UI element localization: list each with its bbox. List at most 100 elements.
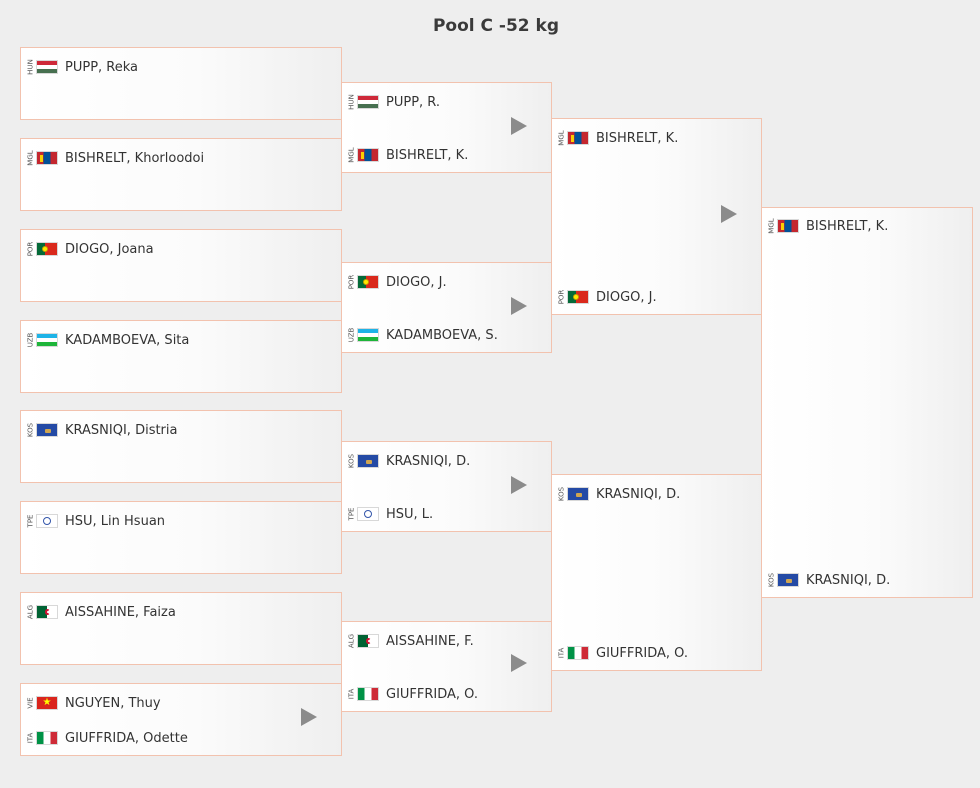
country-code: MGL	[26, 150, 35, 166]
athlete-entry[interactable]: HUN PUPP, Reka	[26, 58, 139, 76]
flag-kosovo-icon	[36, 423, 58, 437]
flag-kosovo-icon	[567, 487, 589, 501]
athlete-name: GIUFFRIDA, O.	[386, 686, 479, 702]
flag-italy-icon	[357, 687, 379, 701]
athlete-name: NGUYEN, Thuy	[65, 695, 161, 711]
athlete-name: KRASNIQI, D.	[806, 572, 891, 588]
match-box[interactable]: KOS KRASNIQI, D. ITA GIUFFRIDA, O.	[551, 474, 762, 671]
match-box[interactable]: ALG AISSAHINE, Faiza	[20, 592, 342, 665]
athlete-entry[interactable]: ALG AISSAHINE, F.	[348, 632, 474, 650]
match-box[interactable]: MGL BISHRELT, K. KOS KRASNIQI, D.	[761, 207, 973, 598]
match-box[interactable]: POR DIOGO, J. UZB KADAMBOEVA, S.	[341, 262, 552, 353]
athlete-name: AISSAHINE, Faiza	[65, 604, 176, 620]
athlete-name: HSU, Lin Hsuan	[65, 513, 166, 529]
country-code: ITA	[347, 688, 356, 700]
flag-algeria-icon	[36, 605, 58, 619]
country-code: VIE	[26, 697, 35, 709]
play-video-icon[interactable]	[511, 117, 527, 135]
match-box[interactable]: TPE HSU, Lin Hsuan	[20, 501, 342, 574]
country-code: TPE	[347, 507, 356, 521]
match-box[interactable]: KOS KRASNIQI, D. TPE HSU, L.	[341, 441, 552, 532]
flag-portugal-icon	[36, 242, 58, 256]
athlete-name: PUPP, R.	[386, 94, 440, 110]
flag-portugal-icon	[357, 275, 379, 289]
match-box[interactable]: ALG AISSAHINE, F. ITA GIUFFRIDA, O.	[341, 621, 552, 712]
athlete-entry[interactable]: MGL BISHRELT, K.	[347, 146, 469, 164]
pool-title: Pool C -52 kg	[432, 16, 560, 36]
athlete-name: KADAMBOEVA, Sita	[65, 332, 190, 348]
athlete-name: BISHRELT, Khorloodoi	[65, 150, 205, 166]
match-box[interactable]: VIE NGUYEN, Thuy ITA GIUFFRIDA, Odette	[20, 683, 342, 756]
athlete-name: DIOGO, Joana	[65, 241, 154, 257]
flag-italy-icon	[567, 646, 589, 660]
country-code: ITA	[557, 647, 566, 659]
athlete-entry[interactable]: POR DIOGO, Joana	[27, 240, 154, 258]
play-video-icon[interactable]	[511, 654, 527, 672]
match-box[interactable]: KOS KRASNIQI, Distria	[20, 410, 342, 483]
athlete-entry[interactable]: ALG AISSAHINE, Faiza	[27, 603, 176, 621]
match-box[interactable]: MGL BISHRELT, Khorloodoi	[20, 138, 342, 211]
country-code: MGL	[347, 147, 356, 163]
play-video-icon[interactable]	[511, 476, 527, 494]
flag-mongolia-icon	[777, 219, 799, 233]
athlete-name: KADAMBOEVA, S.	[386, 327, 498, 343]
flag-uzbekistan-icon	[357, 328, 379, 342]
country-code: UZB	[347, 327, 356, 343]
athlete-entry[interactable]: POR DIOGO, J.	[348, 273, 447, 291]
athlete-entry[interactable]: ITA GIUFFRIDA, O.	[557, 644, 689, 662]
athlete-entry[interactable]: TPE HSU, Lin Hsuan	[26, 512, 166, 530]
match-box[interactable]: HUN PUPP, R. MGL BISHRELT, K.	[341, 82, 552, 173]
athlete-entry[interactable]: ITA GIUFFRIDA, O.	[347, 685, 479, 703]
athlete-name: PUPP, Reka	[65, 59, 139, 75]
country-code: KOS	[767, 572, 776, 588]
flag-mongolia-icon	[567, 131, 589, 145]
flag-algeria-icon	[357, 634, 379, 648]
athlete-entry[interactable]: KOS KRASNIQI, D.	[557, 485, 681, 503]
country-code: HUN	[26, 59, 35, 75]
country-code: ALG	[26, 604, 35, 620]
athlete-name: KRASNIQI, D.	[596, 486, 681, 502]
flag-portugal-icon	[567, 290, 589, 304]
country-code: MGL	[767, 218, 776, 234]
athlete-entry[interactable]: KOS KRASNIQI, D.	[767, 571, 891, 589]
athlete-entry[interactable]: VIE NGUYEN, Thuy	[27, 694, 161, 712]
athlete-entry[interactable]: POR DIOGO, J.	[558, 288, 657, 306]
athlete-entry[interactable]: MGL BISHRELT, K.	[767, 217, 889, 235]
athlete-entry[interactable]: UZB KADAMBOEVA, S.	[348, 326, 498, 344]
athlete-name: HSU, L.	[386, 506, 434, 522]
country-code: POR	[347, 274, 356, 290]
athlete-entry[interactable]: KOS KRASNIQI, Distria	[26, 421, 178, 439]
flag-kosovo-icon	[777, 573, 799, 587]
athlete-entry[interactable]: MGL BISHRELT, Khorloodoi	[26, 149, 205, 167]
athlete-entry[interactable]: ITA GIUFFRIDA, Odette	[27, 729, 188, 747]
athlete-entry[interactable]: HUN PUPP, R.	[347, 93, 441, 111]
flag-italy-icon	[36, 731, 58, 745]
country-code: KOS	[557, 486, 566, 502]
athlete-entry[interactable]: MGL BISHRELT, K.	[557, 129, 679, 147]
country-code: TPE	[26, 514, 35, 528]
country-code: UZB	[26, 332, 35, 348]
country-code: ITA	[26, 732, 35, 744]
play-video-icon[interactable]	[301, 708, 317, 726]
athlete-name: DIOGO, J.	[596, 289, 657, 305]
match-box[interactable]: MGL BISHRELT, K. POR DIOGO, J.	[551, 118, 762, 315]
athlete-name: KRASNIQI, Distria	[65, 422, 178, 438]
match-box[interactable]: HUN PUPP, Reka	[20, 47, 342, 120]
play-video-icon[interactable]	[721, 205, 737, 223]
athlete-name: BISHRELT, K.	[806, 218, 889, 234]
athlete-entry[interactable]: TPE HSU, L.	[347, 505, 434, 523]
country-code: KOS	[26, 422, 35, 438]
flag-hungary-icon	[36, 60, 58, 74]
country-code: MGL	[557, 130, 566, 146]
flag-chinese-taipei-icon	[36, 514, 58, 528]
play-video-icon[interactable]	[511, 297, 527, 315]
athlete-entry[interactable]: UZB KADAMBOEVA, Sita	[26, 331, 190, 349]
athlete-name: DIOGO, J.	[386, 274, 447, 290]
athlete-name: GIUFFRIDA, O.	[596, 645, 689, 661]
match-box[interactable]: UZB KADAMBOEVA, Sita	[20, 320, 342, 393]
athlete-entry[interactable]: KOS KRASNIQI, D.	[348, 452, 471, 470]
athlete-name: KRASNIQI, D.	[386, 453, 471, 469]
match-box[interactable]: POR DIOGO, Joana	[20, 229, 342, 302]
country-code: ALG	[347, 633, 356, 649]
country-code: HUN	[347, 94, 356, 110]
